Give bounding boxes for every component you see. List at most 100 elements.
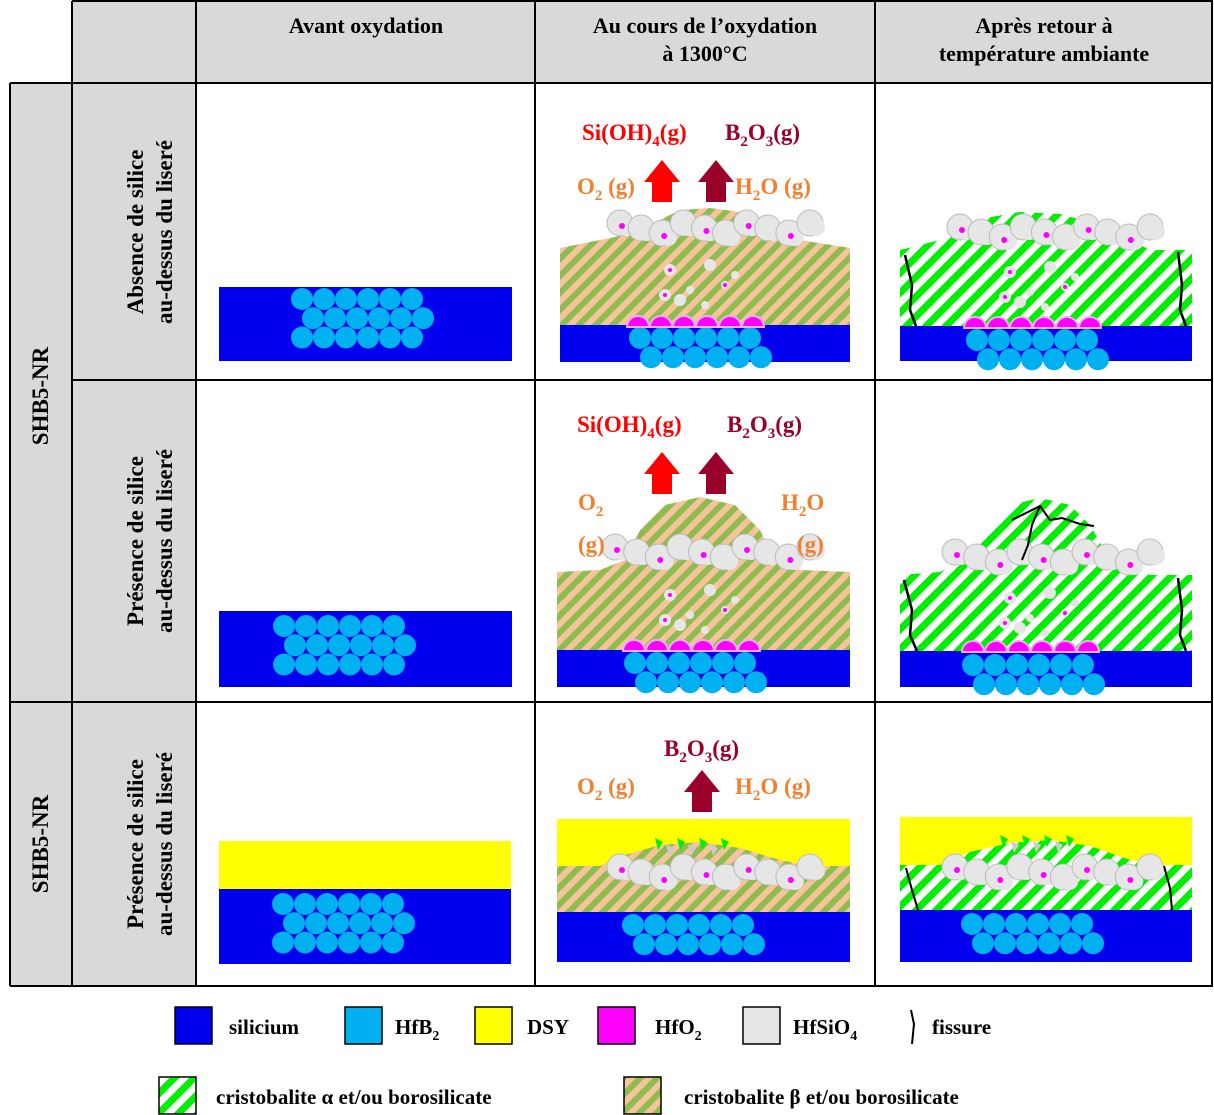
hfo2-particle [723,283,727,287]
fissure-line [902,579,919,652]
hfb2-particle [972,932,994,955]
hfb2-particle [372,634,394,657]
hfsio4-particle [1125,872,1144,890]
hfb2-particle [379,326,401,349]
hfb2-particle [999,348,1021,371]
hfsio4-particles [606,853,825,891]
legend-label-cristobalite-alpha: cristobalite α et/ou borosilicate [216,1085,492,1109]
h2o-label: H2O (g) [735,174,811,204]
hfsio4-particle [785,872,804,890]
hfb2-particle [699,933,721,956]
hfb2-particle [728,346,750,369]
hfb2-particle [1050,654,1072,676]
hfo2-particle [703,872,710,878]
hfsio4-particle [1147,222,1165,240]
hfb2-particle [983,913,1005,935]
hfb2-particle [291,326,313,349]
row2-label-line2: au-dessus du liseré [152,449,177,633]
hfo2-particle [700,552,707,558]
hfo2-particle [1063,611,1067,615]
hfsio4-particle [995,557,1014,575]
r2-during-cell [557,497,850,694]
hfb2-particle [717,327,739,349]
hfo2-particle [960,640,986,653]
cristobalite-alpha-layer [900,498,1192,651]
hfo2-particle [1008,270,1012,274]
hfo2-particle [1127,877,1134,883]
hfo2-particle [1001,237,1008,243]
hfo2-particle [1029,640,1055,653]
scattered-particles [999,261,1079,311]
hfb2-particle [368,307,390,330]
hfo2-particle [663,618,667,622]
hfb2-particle [745,671,767,694]
r2-before-cell [219,611,512,687]
hfsio4-particle [1014,296,1026,308]
hfb2-particles [272,893,415,954]
oxide-shard [1022,835,1030,847]
hfb2-particle [966,329,988,351]
hfo2-particle [954,552,960,558]
hfb2-particle [272,931,294,954]
hfb2-particle [302,307,324,330]
hfb2-particle [710,914,732,936]
hfb2-particle [701,671,723,694]
hfb2-particle [346,307,368,330]
o2-label: O2 [578,490,603,520]
oxide-shards [655,838,729,856]
hfb2-particle [732,914,754,936]
hfo2-particle [667,639,693,652]
hfsio4-particles [941,853,1165,891]
hfo2-particle [954,867,960,873]
legend-swatch-fissure [910,1009,916,1045]
hfo2-particle [663,293,667,297]
hfo2-particle [1008,316,1034,329]
hfo2-particles [960,640,1101,653]
hfb2-particle [306,634,328,657]
hfb2-particle [1083,673,1105,696]
hfsio4-particle [731,596,739,604]
fissure-line [1011,504,1095,527]
hfb2-particle [1060,932,1082,955]
hfb2-particle [357,326,379,349]
oxide-shard [1011,841,1019,853]
hfsio4-particle [1014,622,1026,634]
hfb2-particle [401,288,423,310]
fissure-line [1163,865,1173,911]
hfb2-particle [295,653,317,676]
r2-after-cell [900,498,1192,696]
hfb2-particle [677,933,699,956]
hfb2-particle [750,346,772,369]
hfsio4-particle [704,584,716,596]
hfb2-particle [317,653,339,676]
r1-before-cell [219,287,512,361]
hfb2-particle [668,652,690,674]
h2o-label: H2O [781,490,824,520]
hfsio4-particle [731,271,739,279]
hfsio4-particle [674,619,686,631]
hfo2-particle [1075,640,1101,653]
hfb2-particles [961,913,1104,955]
hfb2-particle [382,893,404,915]
hfsio4-particle [1147,862,1165,880]
hfb2-particle [651,327,673,349]
h2o-label: H2O (g) [735,774,811,804]
hfo2-particle [983,640,1009,653]
hfsio4-particle [722,228,741,246]
h2o-g-label: (g) [797,532,824,557]
hfb2-particle [706,346,728,369]
hfo2-particle [745,223,752,229]
hfsio4-particle [1060,872,1079,890]
hfb2-particle [394,634,416,657]
hfo2-particle [1006,640,1032,653]
hfb2-particle [962,654,984,676]
hfb2-particle [633,933,655,956]
hfb2-particle [1065,348,1087,371]
sioh4-arrow [644,160,680,202]
hfb2-particle [1049,913,1071,935]
legend-swatch-silicium [174,1006,213,1045]
hfo2-particles [621,639,762,652]
hfo2-particle [1008,596,1012,600]
hfb2-particles [622,914,765,956]
